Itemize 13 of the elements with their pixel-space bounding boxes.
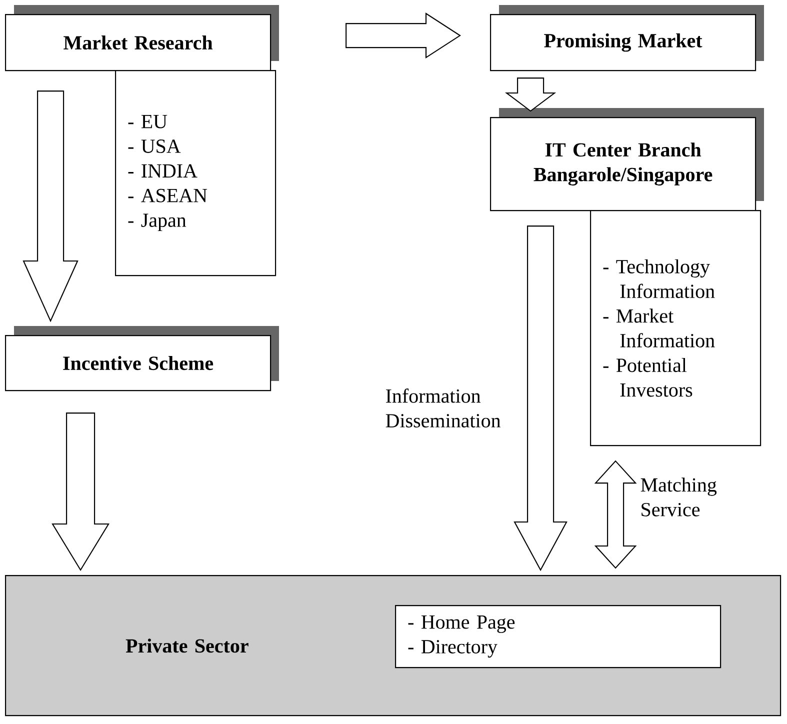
block-arrow bbox=[514, 226, 568, 572]
list-box: - Home Page - Directory bbox=[395, 605, 722, 668]
list-box: - Technology Information - Market Information - Potential Investors bbox=[590, 210, 762, 446]
edge-label: Matching Service bbox=[640, 478, 717, 516]
block-arrow bbox=[52, 412, 110, 572]
title-box: Promising Market bbox=[490, 5, 764, 72]
block-arrow bbox=[22, 90, 78, 322]
title-box: Incentive Scheme bbox=[5, 326, 279, 392]
block-arrow bbox=[504, 78, 556, 112]
title-box: IT Center Branch Bangarole/Singapore bbox=[490, 108, 764, 212]
title-box: Market Research bbox=[5, 5, 279, 72]
edge-label: Information Dissemination bbox=[386, 388, 501, 428]
block-arrow bbox=[346, 12, 461, 59]
